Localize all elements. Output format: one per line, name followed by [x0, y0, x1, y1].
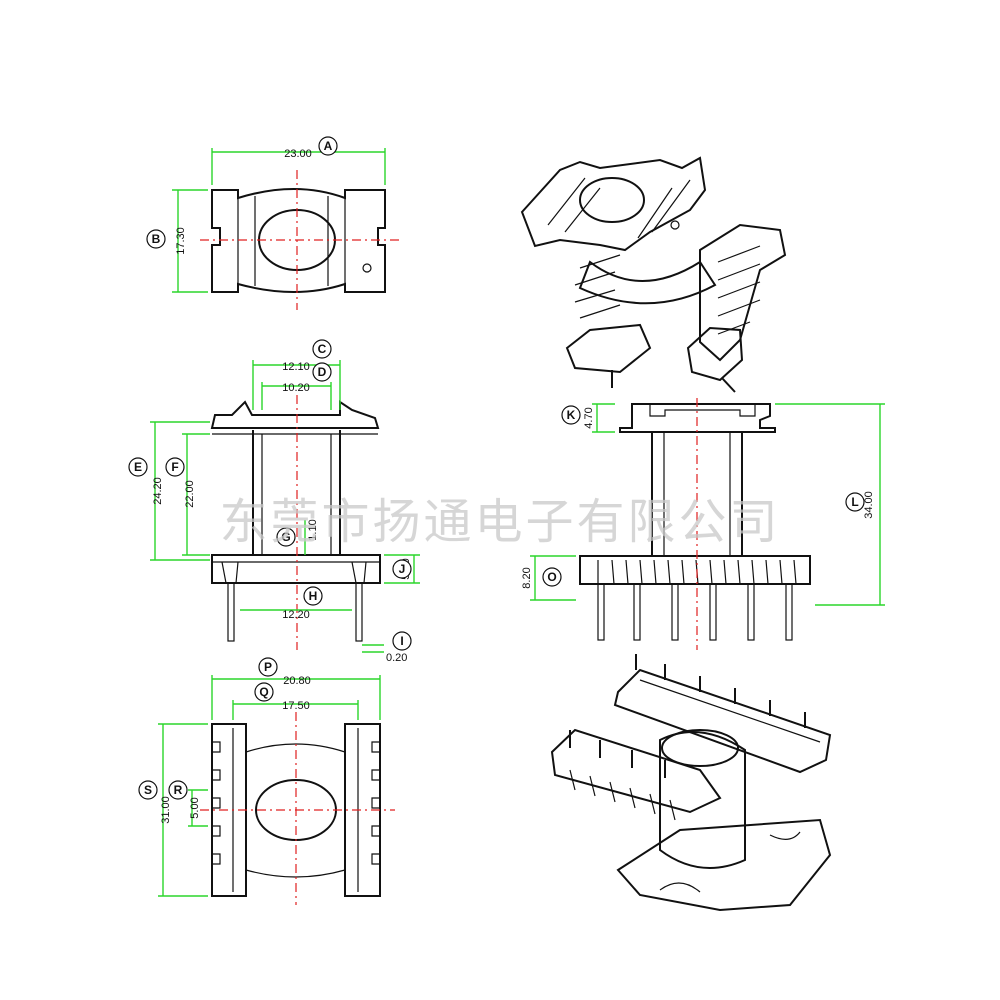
callout-k: K	[567, 408, 576, 422]
callout-l: L	[851, 495, 858, 509]
dim-h-value: 12.20	[282, 609, 310, 621]
callout-e: E	[134, 460, 142, 474]
callout-f: F	[171, 460, 178, 474]
dim-g-value: 1.10	[307, 519, 319, 540]
callout-c: C	[318, 342, 327, 356]
dim-c-value: 12.10	[282, 361, 310, 373]
callout-i: I	[400, 634, 403, 648]
dim-s-value: 31.00	[160, 796, 172, 824]
callout-s: S	[144, 783, 152, 797]
dim-e-value: 24.20	[152, 477, 164, 505]
front-view: 12.10 10.20 24.20 22.00 1.10 12.20 5.00 …	[150, 360, 420, 664]
dim-p-value: 20.80	[283, 675, 311, 687]
callout-g: G	[281, 530, 290, 544]
top-view: 23.00 17.30	[172, 148, 400, 310]
dim-q-value: 17.50	[282, 700, 310, 712]
callout-h: H	[309, 589, 318, 603]
dim-i-value: 0.20	[386, 652, 407, 664]
dim-l-value: 34.00	[863, 491, 875, 519]
dim-r-value: 5.00	[189, 797, 201, 818]
dim-b-value: 17.30	[175, 227, 187, 255]
dim-a-value: 23.00	[284, 148, 312, 160]
dim-f-value: 22.00	[184, 480, 196, 508]
isometric-top-view	[520, 156, 787, 393]
callout-b: B	[152, 232, 161, 246]
dim-d-value: 10.20	[282, 382, 310, 394]
dim-k-value: 4.70	[583, 407, 595, 428]
company-watermark: 东莞市扬通电子有限公司	[219, 494, 780, 550]
callout-o: O	[547, 570, 556, 584]
callout-p: P	[264, 660, 272, 674]
side-view: 4.70 34.00 8.20	[521, 398, 885, 650]
callout-d: D	[318, 365, 327, 379]
callout-r: R	[174, 783, 183, 797]
callout-a: A	[324, 139, 333, 153]
callout-q: Q	[259, 685, 268, 699]
callout-markers: A B C D E F G H J I P Q S R K L O	[128, 136, 865, 800]
isometric-bottom-view	[550, 654, 832, 912]
dim-o-value: 8.20	[521, 567, 533, 588]
bottom-view: 20.80 17.50 31.00 5.00	[158, 675, 395, 905]
callout-j: J	[399, 562, 406, 576]
